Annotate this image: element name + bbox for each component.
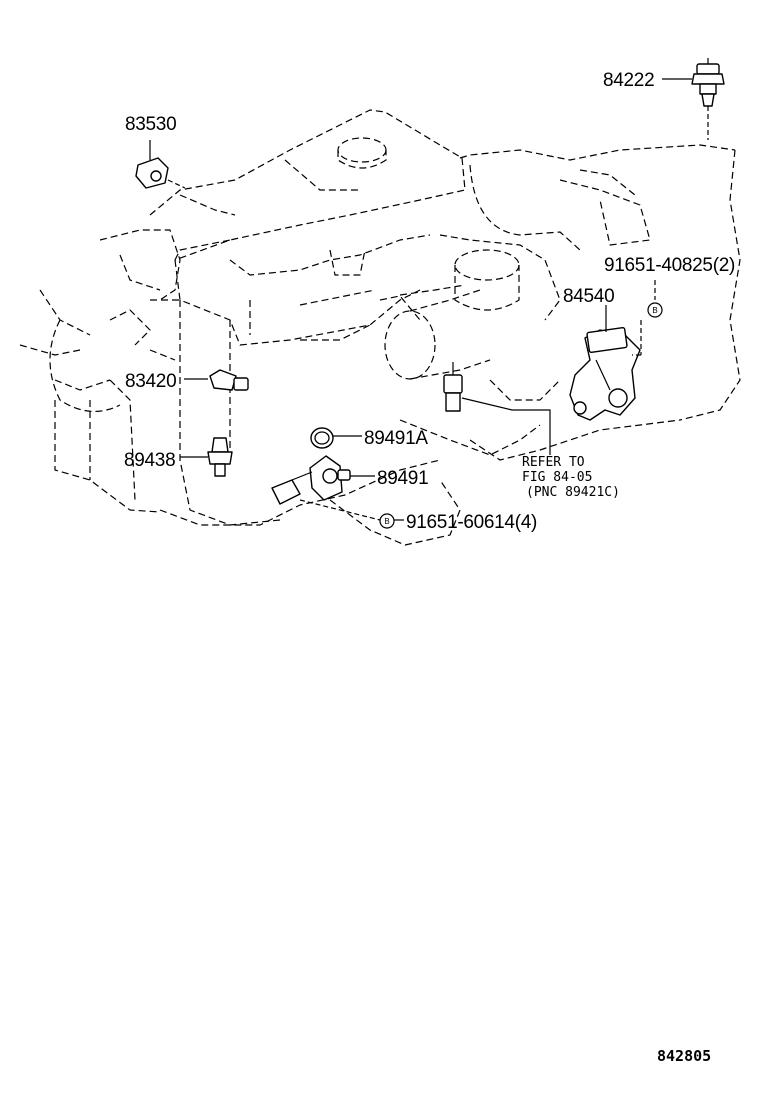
- part-label-84540: 84540: [563, 286, 614, 307]
- part-label-89438: 89438: [124, 450, 175, 471]
- crank-angle-sensor-part: [271, 455, 351, 505]
- engine-block: [19, 109, 741, 546]
- reference-line-3: (PNC 89421C): [526, 485, 620, 500]
- bolt-marker-lower: B: [379, 513, 395, 529]
- bolt-marker-upper-label: B: [652, 306, 657, 315]
- neutral-start-switch-part: [569, 327, 641, 421]
- o-ring-part: [310, 427, 334, 449]
- part-label-89491A: 89491A: [364, 428, 428, 449]
- oil-pressure-switch-part: [691, 58, 725, 107]
- leader-lines: [149, 78, 709, 521]
- part-label-91651-60614: 91651-60614(4): [406, 512, 537, 533]
- part-label-84222: 84222: [603, 70, 654, 91]
- water-temp-sender-part: [209, 369, 249, 391]
- coolant-sensor-part: [443, 362, 463, 412]
- bolt-marker-lower-label: B: [384, 517, 389, 526]
- reference-note: REFER TO FIG 84-05 (PNC 89421C): [522, 455, 620, 500]
- part-label-83530: 83530: [125, 114, 176, 135]
- figure-id: 842805: [657, 1047, 711, 1065]
- reference-line-1: REFER TO: [522, 455, 585, 470]
- reference-line-2: FIG 84-05: [522, 470, 592, 485]
- part-label-89491: 89491: [377, 468, 428, 489]
- part-label-83420: 83420: [125, 371, 176, 392]
- temperature-switch-part: [135, 157, 169, 189]
- bolt-marker-upper: B: [647, 302, 663, 318]
- oil-sensor-part: [207, 437, 233, 477]
- part-label-91651-40825: 91651-40825(2): [604, 255, 735, 276]
